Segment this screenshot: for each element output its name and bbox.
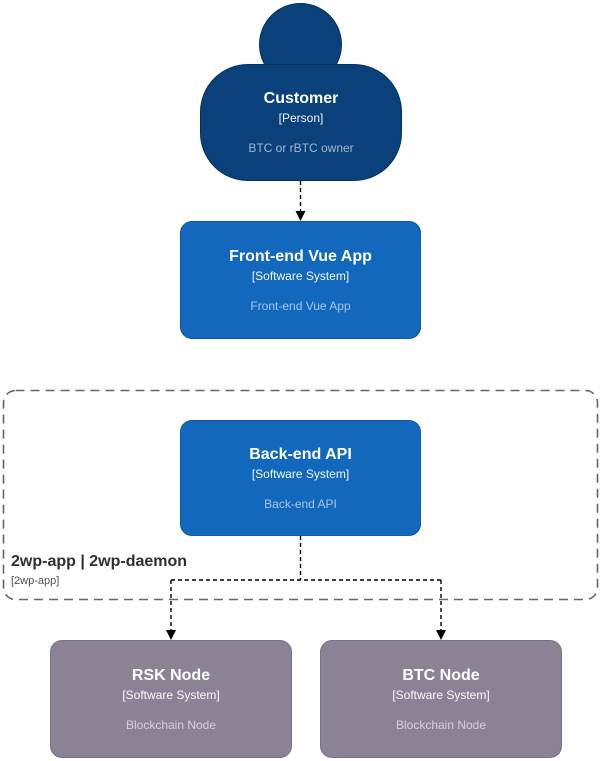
node-desc: BTC or rBTC owner — [248, 141, 354, 155]
node-meta: [Software System] — [392, 687, 490, 702]
node-desc: Back-end API — [264, 496, 337, 511]
node-customer: Customer [Person] BTC or rBTC owner — [200, 64, 402, 181]
node-meta: [Software System] — [122, 687, 220, 702]
node-desc: Blockchain Node — [125, 717, 217, 732]
boundary-meta: [2wp-app] — [11, 575, 60, 587]
node-desc: Blockchain Node — [395, 717, 487, 732]
boundary-label-2wp-app: 2wp-app | 2wp-daemon [2wp-app] — [11, 552, 187, 588]
node-meta: [Person] — [278, 111, 324, 125]
node-backend-api: Back-end API [Software System] Back-end … — [180, 420, 421, 536]
node-meta: [Software System] — [251, 268, 350, 283]
node-frontend-vue-app: Front-end Vue App [Software System] Fron… — [180, 221, 421, 339]
arrowhead-down-icon — [166, 630, 176, 640]
node-meta: [Software System] — [251, 466, 350, 481]
arrowhead-down-icon — [295, 211, 306, 221]
node-rsk-node: RSK Node [Software System] Blockchain No… — [50, 640, 292, 758]
node-desc: Front-end Vue App — [250, 298, 351, 313]
arrowhead-down-icon — [436, 630, 446, 640]
boundary-title: 2wp-app | 2wp-daemon — [11, 553, 188, 570]
node-title: RSK Node — [131, 666, 211, 684]
node-title: BTC Node — [402, 666, 480, 684]
node-btc-node: BTC Node [Software System] Blockchain No… — [320, 640, 562, 758]
node-title: Front-end Vue App — [229, 247, 372, 265]
node-title: Customer — [263, 90, 339, 107]
node-title: Back-end API — [249, 445, 352, 463]
